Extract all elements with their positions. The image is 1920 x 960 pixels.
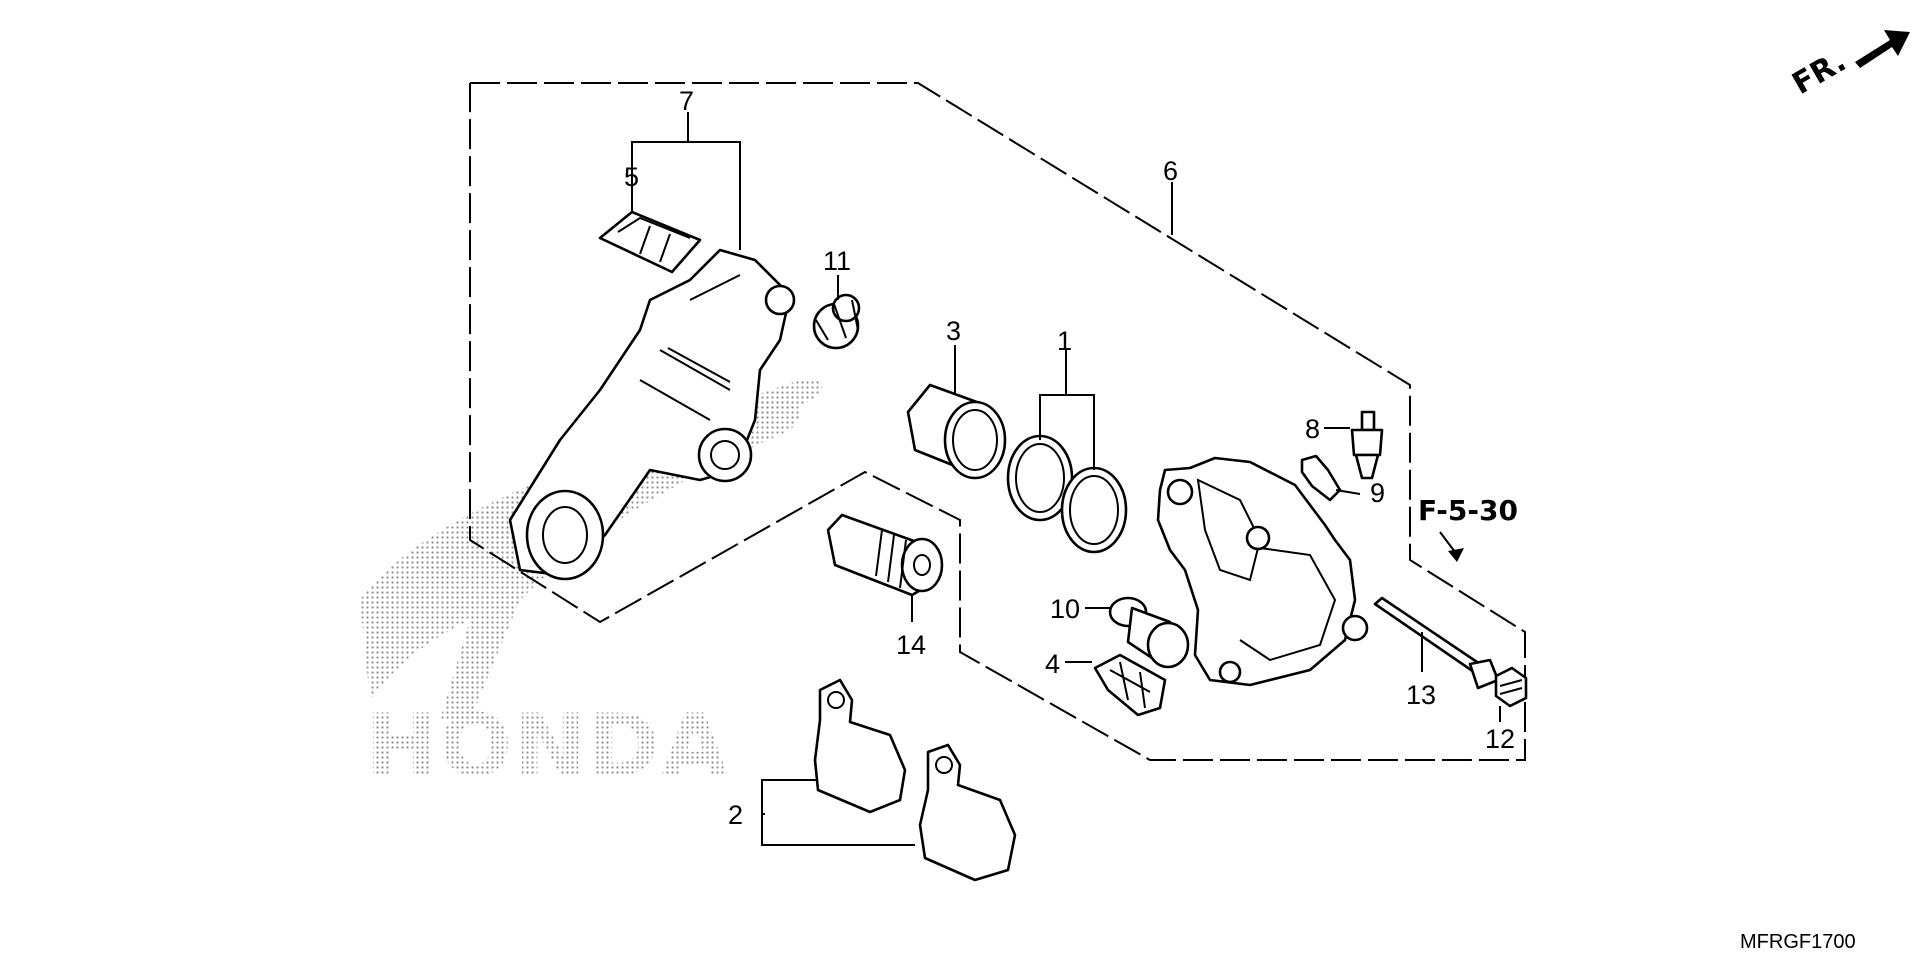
pin-boot bbox=[812, 293, 861, 350]
svg-text:FR.: FR. bbox=[1787, 44, 1853, 102]
callout-9: 9 bbox=[1370, 478, 1385, 508]
callout-6: 6 bbox=[1163, 156, 1178, 186]
brake-pads bbox=[813, 678, 1017, 882]
callout-11: 11 bbox=[823, 246, 851, 276]
cross-reference-label: F-5-30 bbox=[1418, 494, 1518, 527]
mounting-pin bbox=[1373, 596, 1500, 690]
callout-4: 4 bbox=[1045, 649, 1060, 679]
callout-1: 1 bbox=[1057, 326, 1072, 356]
caliper-piston bbox=[906, 383, 1007, 480]
caliper-bracket bbox=[508, 248, 796, 581]
caliper-body bbox=[1156, 456, 1369, 687]
callout-3: 3 bbox=[946, 316, 961, 346]
piston-seals bbox=[1006, 434, 1128, 554]
callout-12: 12 bbox=[1485, 724, 1515, 754]
pin-nut bbox=[1494, 666, 1528, 708]
pad-pin bbox=[1108, 596, 1190, 669]
assembly-boundary-6 bbox=[469, 82, 1526, 761]
callout-8: 8 bbox=[1305, 414, 1320, 444]
honda-wing-logo bbox=[360, 399, 801, 720]
callout-labels: 1 2 3 4 5 6 7 8 9 10 11 12 13 14 bbox=[624, 86, 1515, 830]
leader-lines bbox=[631, 112, 1501, 846]
bleeder-screw bbox=[1350, 410, 1384, 480]
callout-5: 5 bbox=[624, 162, 639, 192]
front-arrow-icon bbox=[1855, 30, 1910, 68]
callout-2: 2 bbox=[728, 800, 743, 830]
front-direction-indicator: FR. bbox=[1787, 30, 1910, 102]
callout-13: 13 bbox=[1406, 680, 1436, 710]
slide-pin bbox=[826, 513, 944, 597]
callout-7: 7 bbox=[679, 86, 694, 116]
callout-14: 14 bbox=[896, 630, 926, 660]
bleeder-cap bbox=[1300, 454, 1342, 502]
honda-wordmark: HONDA bbox=[365, 696, 730, 796]
pad-clip bbox=[598, 210, 702, 274]
callout-10: 10 bbox=[1050, 594, 1080, 624]
pad-spring bbox=[1093, 653, 1167, 717]
diagram-code: MFRGF1700 bbox=[1740, 931, 1856, 953]
